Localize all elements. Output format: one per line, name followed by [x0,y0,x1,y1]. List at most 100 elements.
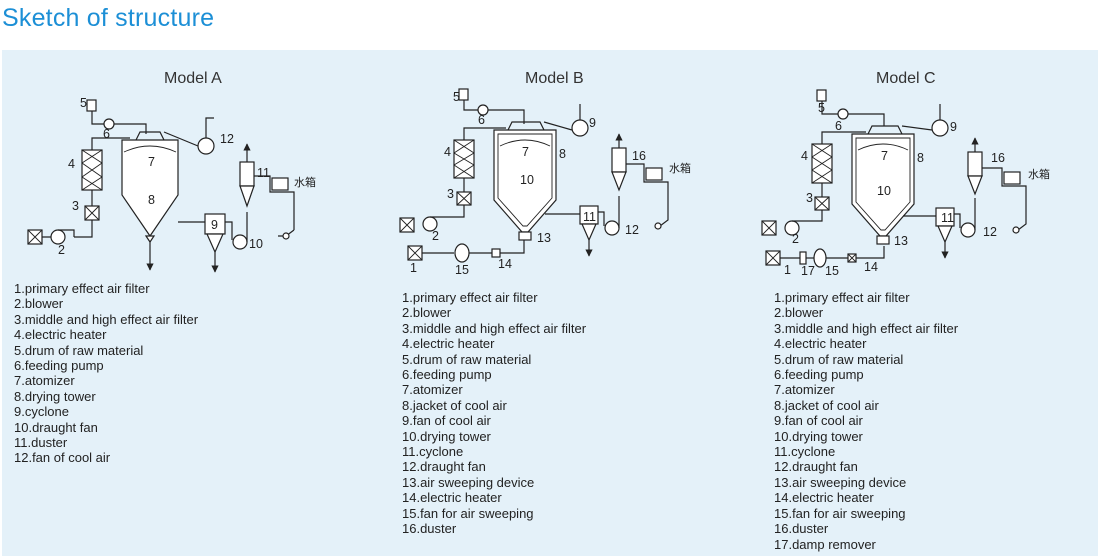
svg-text:3: 3 [806,191,813,205]
legend-item: 4.electric heater [774,336,867,352]
svg-text:2: 2 [58,243,65,257]
svg-text:12: 12 [625,223,639,237]
legend-item: 9.fan of cool air [402,413,491,429]
svg-text:16: 16 [632,149,646,163]
legend-item: 12.draught fan [402,459,486,475]
legend-item: 5.drum of raw material [774,351,904,367]
legend-item: 16.duster [774,521,829,537]
svg-text:7: 7 [881,149,888,163]
svg-text:7: 7 [522,145,529,159]
legend-item: 15.fan for air sweeping [402,505,534,521]
model-a-legend: 1.primary effect air filter 2.blower 3.m… [14,281,198,466]
legend-item: 8.jacket of cool air [774,397,879,413]
svg-text:8: 8 [917,151,924,165]
legend-item: 14.electric heater [402,490,502,506]
svg-text:11: 11 [941,211,954,225]
legend-item: 17.damp remover [774,536,876,552]
drying-tower-icon [121,139,179,238]
model-c-drawing [761,89,1027,268]
svg-text:10: 10 [877,184,891,198]
legend-item: 8.drying tower [14,388,96,404]
legend-item: 9.cyclone [14,404,69,420]
legend-item: 1.primary effect air filter [14,281,150,296]
legend-item: 1.primary effect air filter [402,290,538,305]
legend-item: 1.primary effect air filter [774,290,910,305]
model-b-tank-label: 水箱 [669,161,691,175]
legend-item: 2.blower [14,296,64,312]
legend-item: 5.drum of raw material [402,351,532,367]
legend-item: 4.electric heater [14,327,107,343]
legend-item: 13.air sweeping device [402,474,535,490]
legend-item: 12.draught fan [774,459,858,475]
svg-text:17: 17 [801,264,815,278]
legend-item: 10.draught fan [14,419,98,435]
legend-item: 7.atomizer [774,382,835,398]
legend-item: 11.duster [14,435,68,451]
page-title: Sketch of structure [2,4,215,32]
svg-text:9: 9 [950,120,957,134]
model-a-labels: 5 6 7 8 4 3 2 12 11 9 10 水箱 [58,96,316,257]
svg-text:12: 12 [220,132,234,146]
legend-item: 3.middle and high effect air filter [774,320,959,336]
model-c-legend: 1.primary effect air filter 2.blower 3.m… [774,290,958,552]
legend-item: 10.drying tower [402,428,491,444]
svg-text:7: 7 [148,155,155,169]
legend-item: 14.electric heater [774,490,874,506]
legend-item: 7.atomizer [14,373,75,389]
svg-text:10: 10 [520,173,534,187]
svg-text:5: 5 [453,90,460,104]
legend-item: 3.middle and high effect air filter [402,320,587,336]
svg-text:15: 15 [825,264,839,278]
svg-text:4: 4 [444,145,451,159]
model-a-drawing [27,99,295,273]
model-c-title: Model C [876,70,936,87]
legend-item: 2.blower [774,305,824,321]
svg-text:6: 6 [835,119,842,133]
svg-text:8: 8 [559,147,566,161]
svg-text:1: 1 [410,261,417,275]
svg-text:15: 15 [455,263,469,277]
legend-item: 13.air sweeping device [774,474,907,490]
svg-text:2: 2 [432,229,439,243]
svg-text:14: 14 [864,260,878,274]
model-b-drawing [399,88,669,263]
legend-item: 10.drying tower [774,428,863,444]
legend-item: 3.middle and high effect air filter [14,311,199,327]
legend-item: 2.blower [402,305,452,321]
legend-item: 8.jacket of cool air [402,397,507,413]
model-b-title: Model B [525,70,584,87]
svg-text:9: 9 [211,218,218,232]
legend-item: 6.feeding pump [402,367,492,383]
svg-text:5: 5 [80,96,87,110]
legend-item: 6.feeding pump [774,367,864,383]
svg-text:13: 13 [537,231,551,245]
model-c-tank-label: 水箱 [1028,167,1050,181]
legend-item: 16.duster [402,521,457,537]
legend-item: 6.feeding pump [14,358,104,374]
legend-item: 11.cyclone [402,444,464,460]
svg-text:4: 4 [68,157,75,171]
svg-text:11: 11 [257,166,270,180]
model-a-title: Model A [164,70,222,87]
svg-text:2: 2 [792,232,799,246]
svg-text:5: 5 [818,101,825,115]
legend-item: 15.fan for air sweeping [774,505,906,521]
svg-text:6: 6 [478,113,485,127]
legend-item: 4.electric heater [402,336,495,352]
svg-text:6: 6 [103,127,110,141]
model-c-labels: 5 6 7 8 9 10 4 3 2 1 17 15 14 13 11 12 1… [784,101,1050,278]
svg-text:9: 9 [589,116,596,130]
legend-item: 9.fan of cool air [774,413,863,429]
legend-item: 5.drum of raw material [14,342,144,358]
svg-text:11: 11 [583,210,596,224]
svg-text:3: 3 [72,199,79,213]
svg-text:1: 1 [784,263,791,277]
model-a-tank-label: 水箱 [294,175,316,189]
svg-text:13: 13 [894,234,908,248]
model-b-labels: 5 6 7 8 9 10 4 3 2 1 15 14 13 11 12 16 水… [410,90,691,277]
svg-text:4: 4 [801,149,808,163]
svg-text:8: 8 [148,193,155,207]
legend-item: 11.cyclone [774,444,836,460]
